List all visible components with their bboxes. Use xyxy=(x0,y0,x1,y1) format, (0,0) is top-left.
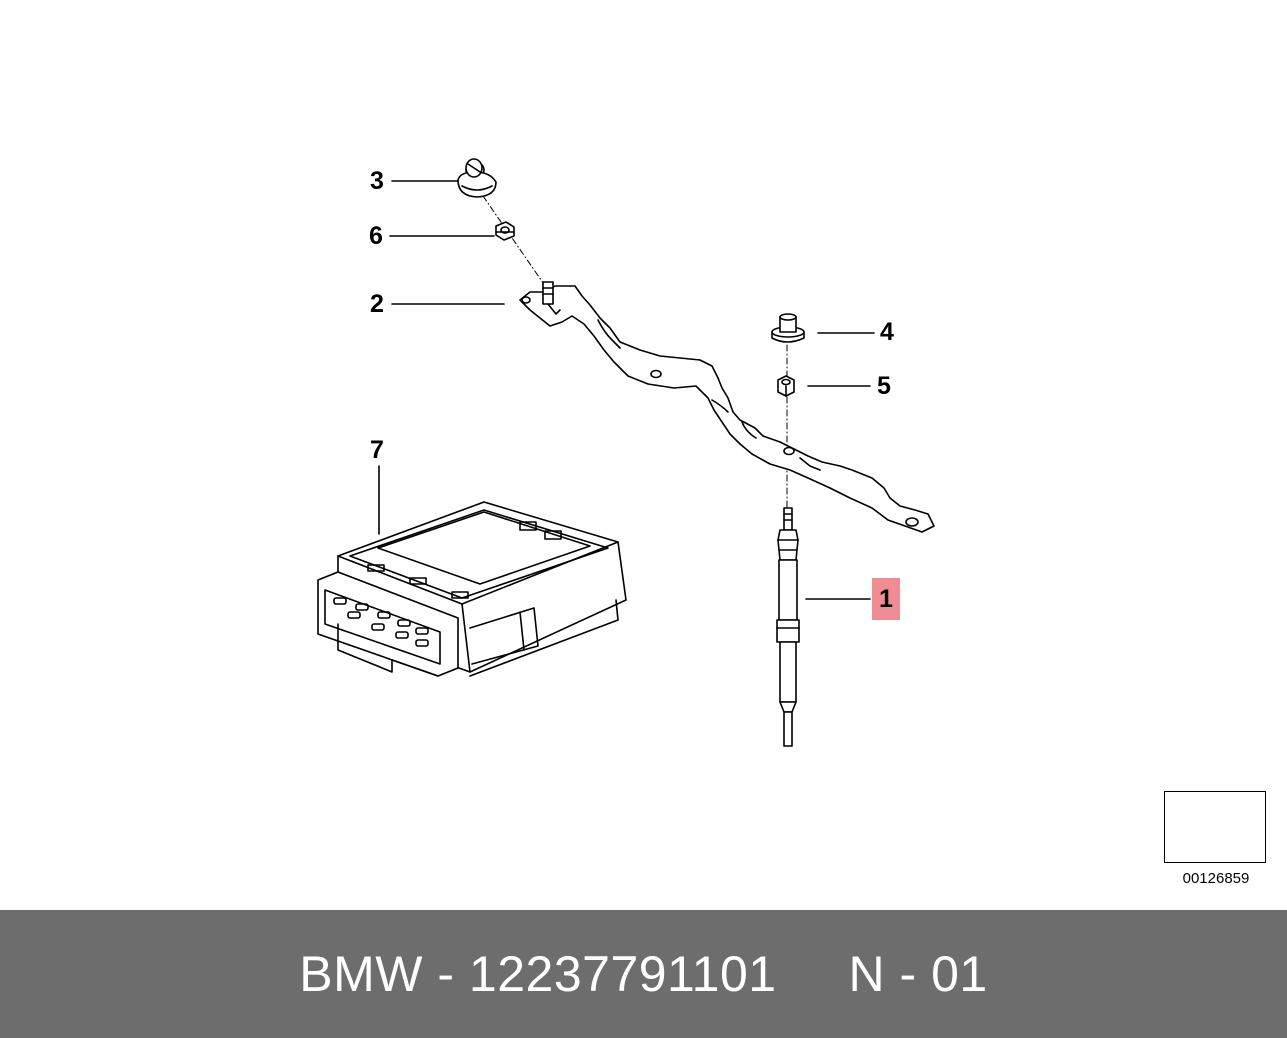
callout-7[interactable]: 7 xyxy=(370,436,384,464)
part-number-label: BMW - 12237791101 N - 01 xyxy=(299,946,988,1002)
nut-part-6 xyxy=(495,221,515,241)
callout-6[interactable]: 6 xyxy=(369,222,383,250)
glow-plug-part-1 xyxy=(776,507,800,747)
callout-5[interactable]: 5 xyxy=(877,372,891,400)
callout-1-highlighted[interactable]: 1 xyxy=(872,578,900,620)
cap-nut-part-4 xyxy=(771,313,805,343)
cable-bracket-part-2 xyxy=(519,281,935,533)
parts-diagram xyxy=(317,158,1261,853)
callout-4[interactable]: 4 xyxy=(880,318,894,346)
nut-part-5 xyxy=(777,375,795,397)
reference-number: 00126859 xyxy=(1182,870,1250,887)
callout-2[interactable]: 2 xyxy=(370,290,384,318)
callout-3[interactable]: 3 xyxy=(370,167,384,195)
control-unit-part-7 xyxy=(317,501,627,677)
footer-bar: BMW - 12237791101 N - 01 xyxy=(0,910,1287,1038)
reference-icon-box xyxy=(1164,791,1266,863)
screw-part-3 xyxy=(457,158,497,198)
